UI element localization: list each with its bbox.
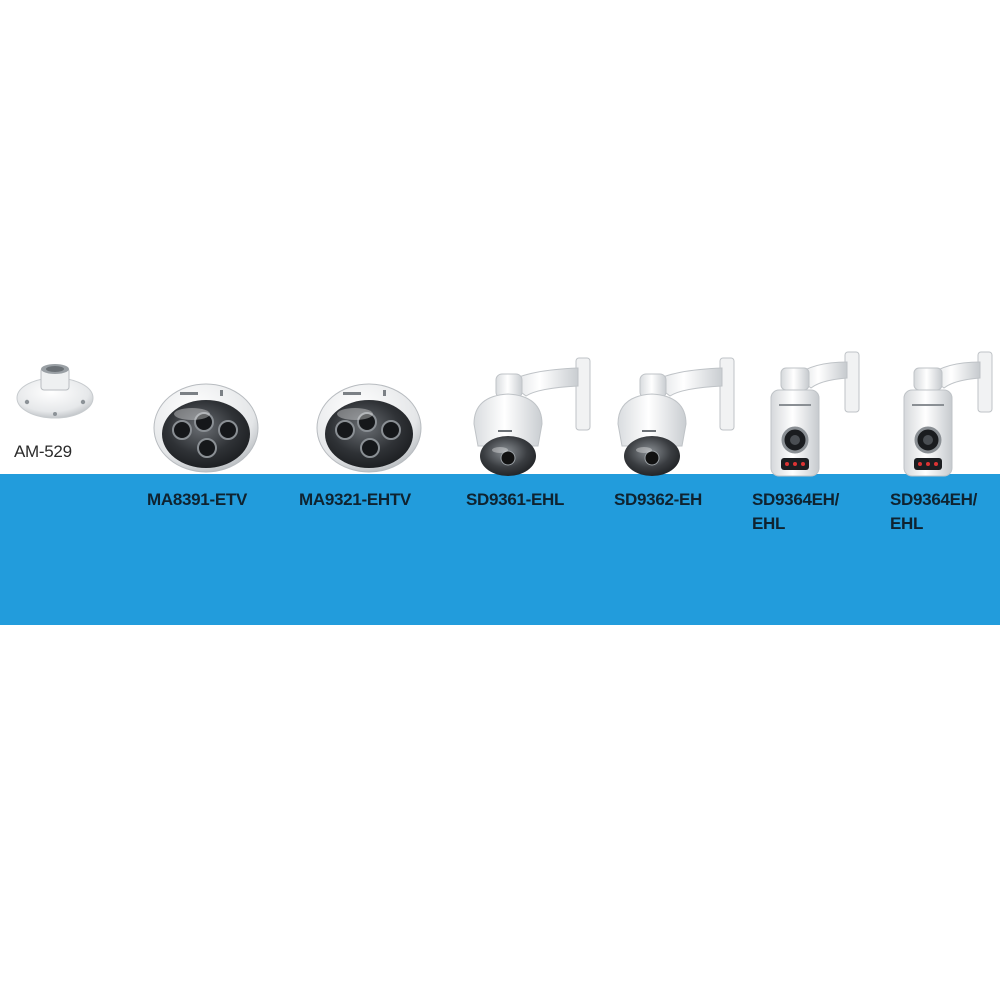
multi-sensor-dome-camera-icon <box>316 383 422 473</box>
multi-sensor-dome-camera-icon <box>153 383 259 473</box>
product-label-line-2: EHL <box>890 514 924 533</box>
product-label-line-2: EHL <box>752 514 786 533</box>
product-label: MA9321-EHTV <box>299 490 411 509</box>
product-label: AM-529 <box>14 442 72 461</box>
product-label: SD9362-EH <box>614 490 703 509</box>
product-label: SD9361-EHL <box>466 490 565 509</box>
ptz-camera-wall-mount-icon <box>473 357 591 476</box>
ptz-ir-camera-wall-mount-icon <box>903 351 993 477</box>
blue-banner <box>0 474 1000 625</box>
product-label-line-1: SD9364EH/ <box>890 490 978 509</box>
ceiling-mount-adapter-icon <box>16 364 94 419</box>
ptz-camera-wall-mount-icon <box>617 357 735 476</box>
ptz-ir-camera-wall-mount-icon <box>770 351 860 477</box>
product-label: MA8391-ETV <box>147 490 247 509</box>
product-label-line-1: SD9364EH/ <box>752 490 840 509</box>
